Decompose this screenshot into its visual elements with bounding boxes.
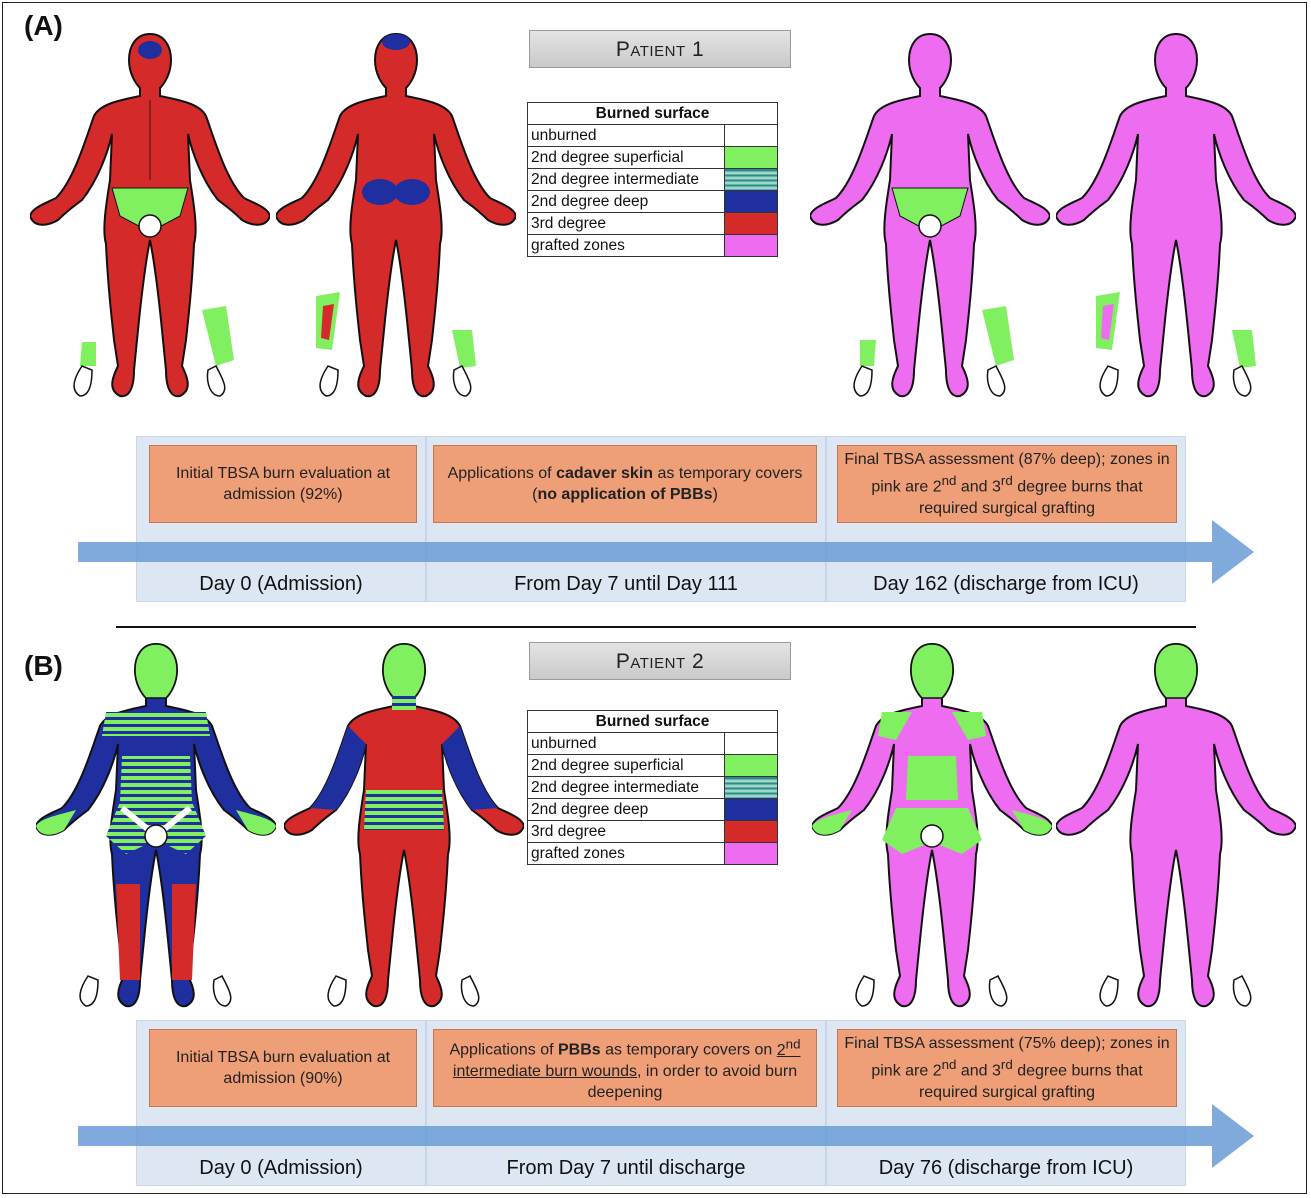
legend-label: 2nd degree superficial xyxy=(527,146,725,169)
legend-swatch xyxy=(724,168,778,191)
timeline-day-label: Day 162 (discharge from ICU) xyxy=(873,573,1139,595)
panel-b-label: (B) xyxy=(24,650,63,681)
legend-label: unburned xyxy=(527,124,725,147)
step-text: Final TBSA assessment (75% deep); zones … xyxy=(844,1035,1170,1101)
patient-1-front-discharge-figure xyxy=(810,30,1050,400)
panel-b-patient-title: Patient 2 xyxy=(529,642,791,680)
timeline-step: Applications of cadaver skin as temporar… xyxy=(426,436,826,602)
patient-2-back-admission-figure xyxy=(284,640,524,1010)
timeline-step-box: Applications of cadaver skin as temporar… xyxy=(433,445,817,523)
timeline-step-box: Final TBSA assessment (87% deep); zones … xyxy=(837,445,1177,523)
patient-1-back-discharge-figure xyxy=(1056,30,1296,400)
legend-label: 2nd degree deep xyxy=(527,798,725,821)
legend-swatch xyxy=(724,234,778,257)
legend-swatch xyxy=(724,776,778,799)
timeline-day-label: Day 76 (discharge from ICU) xyxy=(878,1157,1134,1179)
panel-a-timeline: Initial TBSA burn evaluation at admissio… xyxy=(136,436,1186,602)
panel-a-timeline-arrow xyxy=(78,520,1254,584)
patient-2-front-admission-figure xyxy=(36,640,276,1010)
timeline-step: Applications of PBBs as temporary covers… xyxy=(426,1020,826,1186)
panel-b-timeline: Initial TBSA burn evaluation at admissio… xyxy=(136,1020,1186,1186)
legend-swatch xyxy=(724,124,778,147)
timeline-step-box: Initial TBSA burn evaluation at admissio… xyxy=(149,1029,417,1107)
patient-1-front-admission-figure xyxy=(30,30,270,400)
legend-label: grafted zones xyxy=(527,842,725,865)
patient-2-back-discharge-figure xyxy=(1056,640,1296,1010)
timeline-day-label: Day 0 (Admission) xyxy=(199,1157,363,1179)
legend-swatch xyxy=(724,820,778,843)
panel-a-label: (A) xyxy=(24,10,63,41)
step-text: Applications of cadaver skin as temporar… xyxy=(447,465,803,503)
timeline-step-box: Final TBSA assessment (75% deep); zones … xyxy=(837,1029,1177,1107)
legend-swatch xyxy=(724,212,778,235)
timeline-step: Initial TBSA burn evaluation at admissio… xyxy=(136,436,426,602)
legend-label: 3rd degree xyxy=(527,212,725,235)
legend-swatch xyxy=(724,190,778,213)
patient-1-back-admission-figure xyxy=(276,30,516,400)
legend-title: Burned surface xyxy=(527,102,778,125)
step-text: Applications of PBBs as temporary covers… xyxy=(449,1036,801,1101)
panel-b-legend: Burned surface unburned 2nd degree super… xyxy=(527,710,778,865)
step-text: Final TBSA assessment (87% deep); zones … xyxy=(844,451,1170,517)
legend-swatch xyxy=(724,754,778,777)
timeline-step-box: Applications of PBBs as temporary covers… xyxy=(433,1029,817,1107)
legend-label: 2nd degree intermediate xyxy=(527,168,725,191)
panel-a-patient-title: Patient 1 xyxy=(529,30,791,68)
legend-label: grafted zones xyxy=(527,234,725,257)
legend-label: 2nd degree intermediate xyxy=(527,776,725,799)
legend-title: Burned surface xyxy=(527,710,778,733)
legend-swatch xyxy=(724,146,778,169)
legend-swatch xyxy=(724,798,778,821)
timeline-day-label: Day 0 (Admission) xyxy=(199,573,363,595)
patient-2-front-discharge-figure xyxy=(812,640,1052,1010)
timeline-step: Initial TBSA burn evaluation at admissio… xyxy=(136,1020,426,1186)
timeline-step: Final TBSA assessment (87% deep); zones … xyxy=(826,436,1186,602)
legend-swatch xyxy=(724,732,778,755)
legend-swatch xyxy=(724,842,778,865)
legend-label: 3rd degree xyxy=(527,820,725,843)
timeline-step: Final TBSA assessment (75% deep); zones … xyxy=(826,1020,1186,1186)
legend-label: 2nd degree deep xyxy=(527,190,725,213)
timeline-day-label: From Day 7 until discharge xyxy=(506,1157,746,1179)
step-text: Initial TBSA burn evaluation at admissio… xyxy=(175,465,391,503)
legend-label: unburned xyxy=(527,732,725,755)
panel-a-legend: Burned surface unburned 2nd degree super… xyxy=(527,102,778,257)
panel-b-timeline-arrow xyxy=(78,1104,1254,1168)
timeline-day-label: From Day 7 until Day 111 xyxy=(514,573,738,595)
step-text: Initial TBSA burn evaluation at admissio… xyxy=(175,1049,391,1087)
panel-divider xyxy=(116,626,1196,628)
timeline-step-box: Initial TBSA burn evaluation at admissio… xyxy=(149,445,417,523)
legend-label: 2nd degree superficial xyxy=(527,754,725,777)
